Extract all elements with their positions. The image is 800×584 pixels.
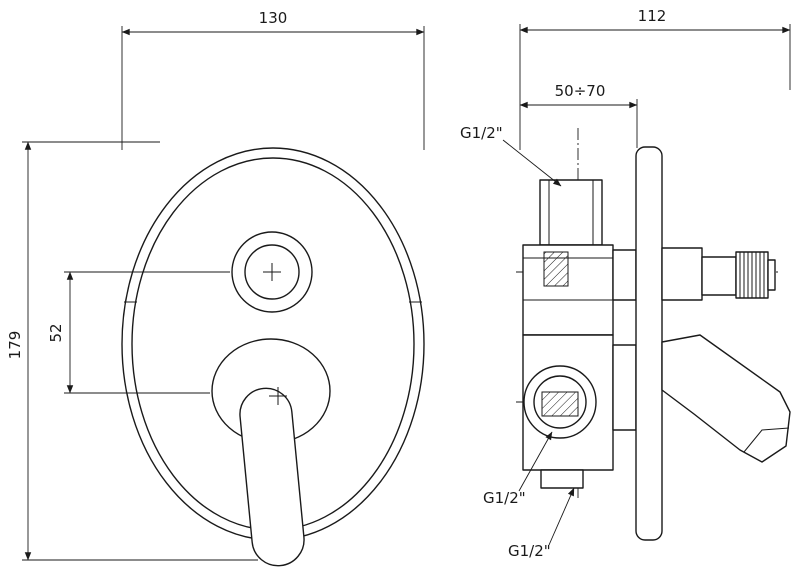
side-lever-handle bbox=[661, 334, 791, 463]
dimension-52: 52 bbox=[47, 271, 230, 394]
wall-plate bbox=[635, 146, 663, 541]
dim-label-130: 130 bbox=[259, 9, 288, 27]
side-lever-hook-detail bbox=[743, 427, 790, 453]
thread-callout-top: G1/2" bbox=[460, 124, 562, 187]
leader-line bbox=[518, 431, 553, 492]
thread-label-mid: G1/2" bbox=[483, 489, 526, 507]
dim-label-112: 112 bbox=[638, 7, 667, 25]
outlet-port-inner bbox=[533, 375, 587, 429]
bottom-outlet-stub bbox=[540, 469, 584, 489]
knurl-lines bbox=[739, 252, 765, 298]
leader-line bbox=[548, 487, 575, 546]
cartridge-connector bbox=[612, 249, 637, 301]
dimension-50-70: 50÷70 bbox=[519, 82, 638, 148]
dimension-130: 130 bbox=[121, 9, 425, 150]
dim-label-52: 52 bbox=[47, 323, 65, 342]
cartridge-body bbox=[661, 247, 703, 301]
inlet-pipe-top bbox=[539, 179, 603, 246]
thread-label-top: G1/2" bbox=[460, 124, 503, 142]
side-view bbox=[516, 128, 791, 541]
front-view bbox=[121, 147, 425, 567]
knob-end-cap bbox=[767, 259, 776, 291]
thread-callout-mid: G1/2" bbox=[483, 431, 553, 507]
outlet-section-hatch bbox=[541, 391, 579, 417]
diverter-button-inner bbox=[244, 244, 300, 300]
dimension-179: 179 bbox=[6, 141, 258, 561]
dimension-112: 112 bbox=[519, 7, 791, 150]
lever-connector bbox=[612, 344, 637, 431]
thread-callout-bottom: G1/2" bbox=[508, 487, 575, 560]
dim-label-50-70: 50÷70 bbox=[555, 82, 606, 100]
dim-label-179: 179 bbox=[6, 331, 24, 360]
thread-label-bottom: G1/2" bbox=[508, 542, 551, 560]
leader-line bbox=[502, 139, 562, 187]
cartridge-stem bbox=[701, 256, 737, 296]
hex-fitting-section bbox=[543, 251, 569, 287]
lever-handle bbox=[239, 387, 305, 567]
